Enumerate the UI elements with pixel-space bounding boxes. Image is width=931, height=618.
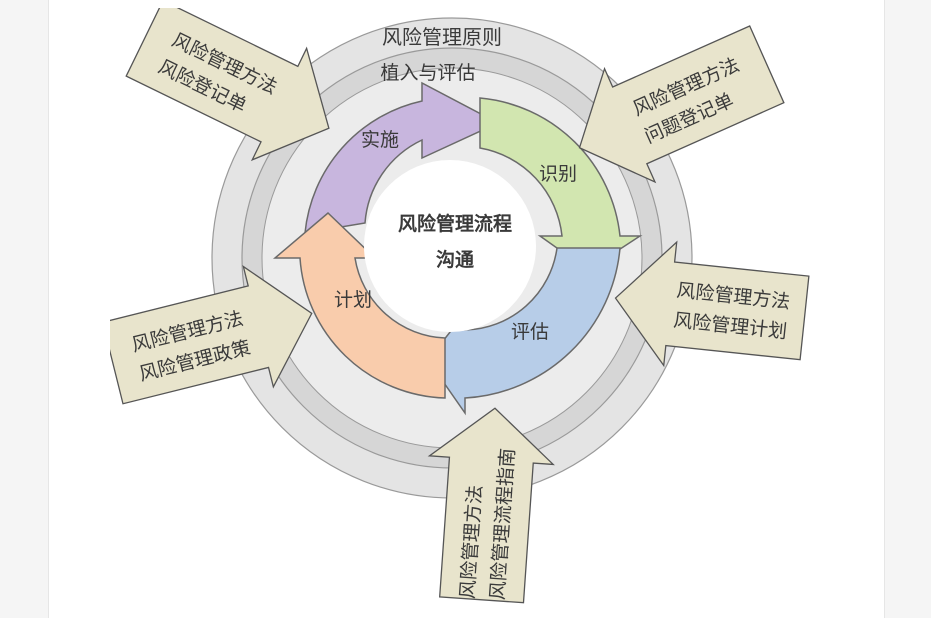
stage-label-plan: 计划 [334,289,372,311]
right-margin-panel [884,0,931,618]
inner-ring-label: 植入与评估 [380,62,475,84]
risk-management-process-diagram: 风险管理原则 植入与评估 实施 识别 评估 计划 风险管理流程 沟通 风险管理方… [110,8,810,604]
outer-ring-label: 风险管理原则 [382,25,502,49]
stage-arrow-plan [272,211,446,399]
input-arrow-top-left: 风险管理方法 风险登记单 [125,8,330,162]
center-title: 风险管理流程 [398,212,512,235]
left-margin-panel [0,0,49,618]
stage-arrow-implement [304,81,500,234]
center-subtitle: 沟通 [436,248,475,271]
stage-arrow-assess [427,247,621,416]
stage-label-implement: 实施 [361,129,399,151]
input-arrow-bottom: 风险管理方法 风险管理流程指南 [427,407,555,604]
stage-label-assess: 评估 [511,321,549,343]
stage-label-identify: 识别 [539,163,577,185]
stage-arrow-identify [479,97,643,271]
diagram-canvas: 风险管理原则 植入与评估 实施 识别 评估 计划 风险管理流程 沟通 风险管理方… [110,8,822,608]
center-circle [364,160,536,332]
input-arrow-right: 风险管理方法 风险管理计划 [614,240,810,368]
